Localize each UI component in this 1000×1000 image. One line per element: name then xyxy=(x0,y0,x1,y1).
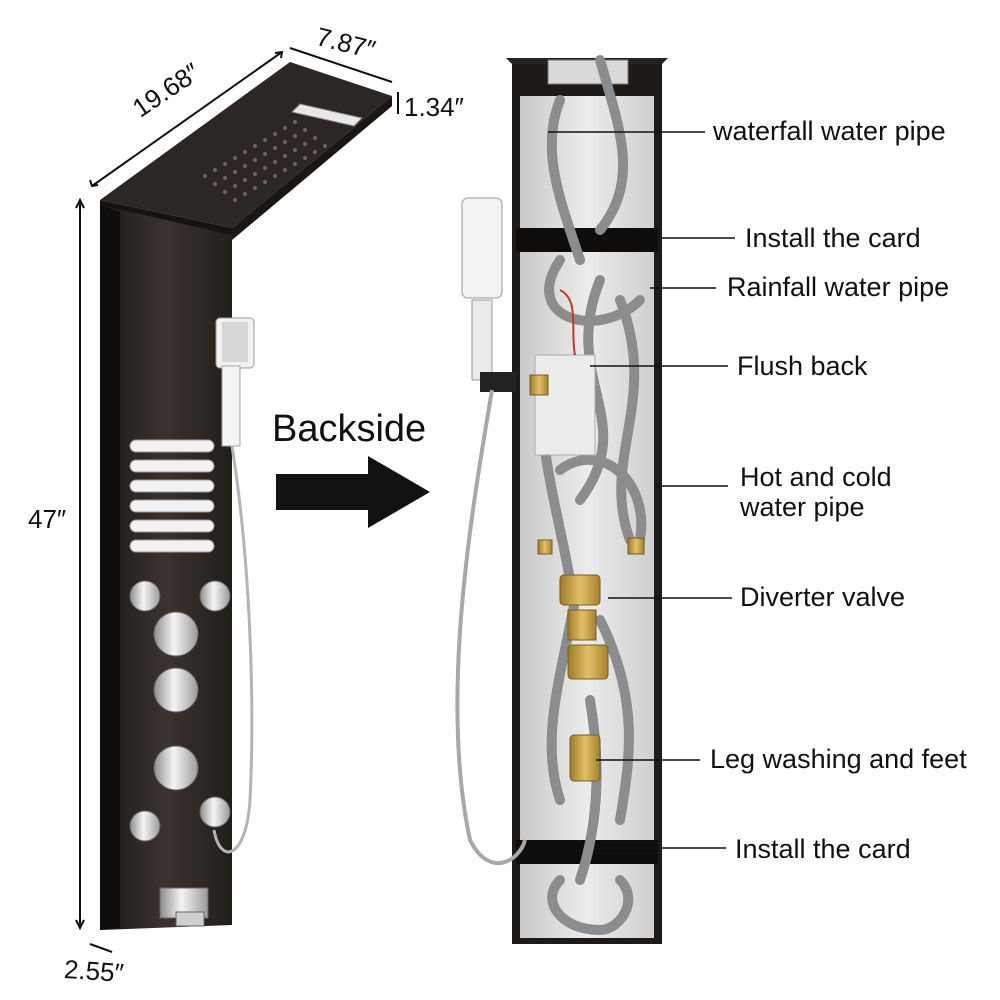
panel-body xyxy=(100,205,232,930)
callout-install-card-top: Install the card xyxy=(745,223,921,253)
card-bar-top xyxy=(516,228,658,252)
brass-valves xyxy=(529,374,645,782)
callout-diverter-valve: Diverter valve xyxy=(740,582,906,612)
rain-nozzles xyxy=(203,120,327,202)
back-panel xyxy=(455,55,735,944)
direction-arrow xyxy=(276,456,430,528)
dimension-thickness-label: 1.34″ xyxy=(404,92,464,122)
callout-install-card-bottom: Install the card xyxy=(735,834,911,864)
rain-shower-head xyxy=(100,62,392,228)
callout-leg-washing: Leg washing and feet xyxy=(710,744,967,774)
backside-label: Backside xyxy=(272,408,427,450)
callout-rainfall-water-pipe: Rainfall water pipe xyxy=(727,272,950,302)
back-shower-hose xyxy=(455,389,527,865)
dimension-panel-depth-label: 2.55″ xyxy=(63,953,125,989)
dimension-lines xyxy=(75,47,399,953)
interior-hoses xyxy=(535,55,647,935)
callout-flush-back: Flush back xyxy=(737,351,868,381)
tub-spout xyxy=(159,887,209,927)
body-jets xyxy=(129,439,215,553)
leader-lines xyxy=(548,131,735,849)
flush-back-box xyxy=(534,354,596,456)
callout-hot-cold-line2: water pipe xyxy=(740,492,865,522)
back-handheld-shower xyxy=(461,197,516,392)
callout-hot-cold-line1: Hot and cold xyxy=(740,462,892,492)
waterfall-outlet xyxy=(291,103,363,127)
callout-waterfall-water-pipe: waterfall water pipe xyxy=(713,116,946,146)
handheld-shower xyxy=(215,317,255,447)
control-knobs xyxy=(129,580,231,842)
dimension-height-label: 47″ xyxy=(28,504,67,534)
front-panel xyxy=(75,47,399,953)
shower-hose xyxy=(212,445,254,854)
